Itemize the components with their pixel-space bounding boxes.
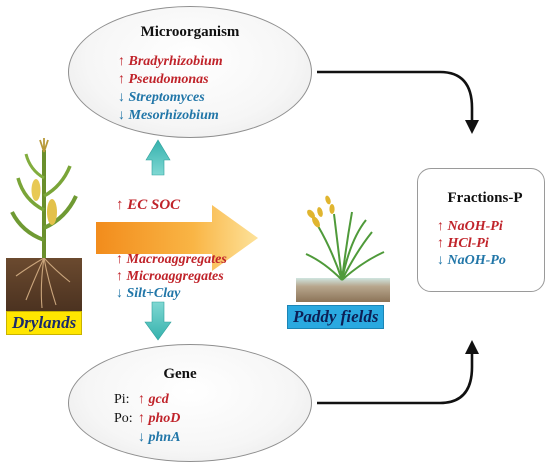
big-orange-arrow — [96, 205, 258, 271]
microorganism-item: ↑ Bradyrhizobium — [118, 54, 223, 70]
bottom-connector-arrow — [317, 352, 474, 405]
gene-title: Gene — [163, 366, 197, 382]
aggregate-item-label: Microaggregates — [126, 269, 224, 284]
trend-arrow-icon: ↑ — [138, 411, 149, 426]
gene-pi-label: Pi: — [114, 392, 130, 407]
gene-ellipse — [68, 344, 312, 462]
trend-arrow-icon: ↑ — [437, 236, 448, 251]
microorganism-item-label: Pseudomonas — [128, 72, 209, 87]
trend-arrow-icon: ↓ — [118, 108, 129, 123]
paddy-soil — [296, 278, 390, 302]
ec-soc-label: ↑ EC SOC — [116, 197, 181, 213]
top-connector-arrow — [317, 70, 474, 122]
trend-arrow-icon: ↑ — [116, 252, 127, 267]
gene-item-label: phnA — [148, 430, 181, 445]
trend-arrow-icon: ↑ — [437, 219, 448, 234]
gene-item: ↑ phoD — [138, 411, 180, 427]
aggregate-item-label: Silt+Clay — [126, 286, 181, 301]
gene-item-label: gcd — [148, 392, 169, 407]
trend-arrow-icon: ↑ — [116, 269, 127, 284]
fractions-p-box — [417, 168, 545, 292]
microorganism-item: ↑ Pseudomonas — [118, 72, 209, 88]
trend-arrow-icon: ↓ — [116, 286, 127, 301]
aggregate-item: ↑ Macroaggregates — [116, 252, 227, 268]
microorganism-ellipse — [68, 6, 312, 138]
aggregate-item-label: Macroaggregates — [126, 252, 227, 267]
corn-plant — [10, 138, 78, 258]
gene-item: ↓ phnA — [138, 430, 180, 446]
trend-arrow-icon: ↑ — [118, 54, 129, 69]
microorganism-item: ↓ Mesorhizobium — [118, 108, 219, 124]
trend-arrow-icon: ↓ — [138, 430, 149, 445]
fraction-item: ↑ HCl-Pi — [437, 236, 489, 252]
microorganism-item: ↓ Streptomyces — [118, 90, 205, 106]
trend-arrow-icon: ↓ — [437, 253, 448, 268]
paddy-fields-label: Paddy fields — [287, 305, 385, 329]
fractions-p-title: Fractions-P — [447, 190, 523, 206]
dryland-soil — [6, 258, 82, 312]
fraction-item-label: NaOH-Po — [447, 253, 506, 268]
trend-arrow-icon: ↑ — [138, 392, 149, 407]
drylands-label: Drylands — [6, 311, 83, 335]
teal-up-arrow — [145, 139, 171, 176]
microorganism-item-label: Streptomyces — [128, 90, 205, 105]
microorganism-item-label: Bradyrhizobium — [128, 54, 223, 69]
fraction-item: ↓ NaOH-Po — [437, 253, 506, 269]
fraction-item: ↑ NaOH-Pi — [437, 219, 503, 235]
rice-plant — [305, 211, 385, 281]
microorganism-item-label: Mesorhizobium — [128, 108, 219, 123]
aggregate-item: ↓ Silt+Clay — [116, 286, 180, 302]
fraction-item-label: NaOH-Pi — [447, 219, 503, 234]
gene-item: ↑ gcd — [138, 392, 169, 408]
trend-arrow-icon: ↑ — [118, 72, 129, 87]
gene-item-label: phoD — [148, 411, 181, 426]
teal-down-arrow — [144, 301, 172, 341]
gene-po-label: Po: — [114, 411, 133, 426]
trend-arrow-icon: ↓ — [118, 90, 129, 105]
aggregate-item: ↑ Microaggregates — [116, 269, 224, 285]
fraction-item-label: HCl-Pi — [447, 236, 489, 251]
microorganism-title: Microorganism — [140, 24, 240, 40]
